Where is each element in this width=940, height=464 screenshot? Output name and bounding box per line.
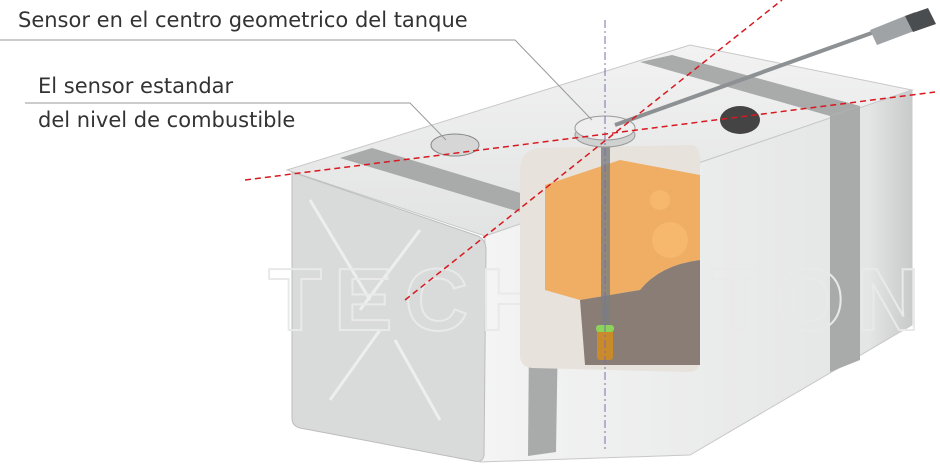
- sensor-cable: [614, 28, 881, 127]
- filler-cap: [720, 106, 760, 134]
- red-axis-horizontal: [244, 91, 936, 181]
- strap-left-top: [340, 148, 560, 215]
- connector-icon: [870, 8, 936, 45]
- strap-right-top: [640, 55, 860, 116]
- leader-line-center: [0, 39, 593, 121]
- standard-sensor: [430, 133, 480, 157]
- bubble: [652, 222, 688, 258]
- strap-right-side: [830, 106, 860, 372]
- tank-front-face: [291, 171, 487, 462]
- label-standard-sensor-line2: del nivel de combustible: [38, 108, 296, 132]
- front-embossing: [308, 199, 442, 421]
- label-center-sensor: Sensor en el centro geometrico del tanqu…: [18, 8, 468, 32]
- bubble: [650, 190, 670, 210]
- leader-line-standard: [25, 102, 447, 141]
- label-standard-sensor-line1: El sensor estandar: [38, 74, 234, 98]
- red-axis-diagonal: [404, 0, 783, 301]
